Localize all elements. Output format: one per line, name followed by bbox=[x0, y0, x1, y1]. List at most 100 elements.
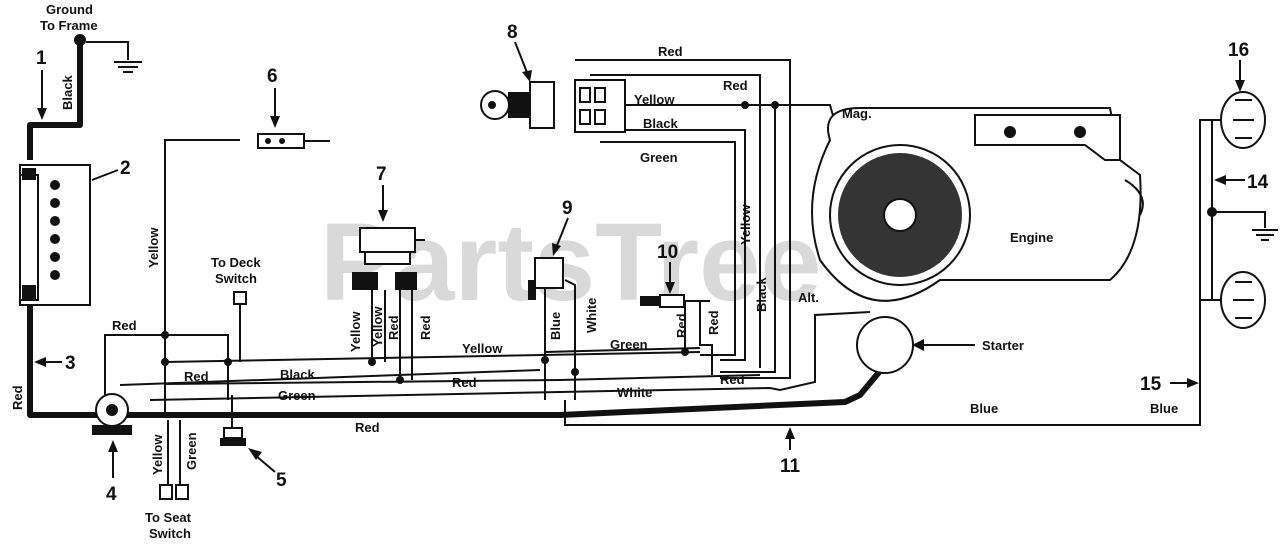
wire-label-yellow-bus: Yellow bbox=[462, 341, 503, 356]
deck-switch-connector bbox=[233, 291, 247, 305]
wire-label-red-bus: Red bbox=[452, 375, 477, 390]
wire-label-blue-right: Blue bbox=[1150, 401, 1178, 416]
junction-dot bbox=[741, 101, 749, 109]
wire-label-yellow-key: Yellow bbox=[634, 92, 675, 107]
starter-label: Starter bbox=[982, 338, 1024, 353]
starter-motor bbox=[856, 316, 975, 374]
ignition-key-switch bbox=[480, 79, 626, 133]
red-main-wire bbox=[27, 290, 888, 418]
callout-1: 1 bbox=[36, 48, 47, 69]
wire-label-black-mid: Black bbox=[280, 367, 315, 382]
component-9-wires bbox=[544, 279, 576, 400]
engine bbox=[811, 107, 1144, 302]
callout-2: 2 bbox=[120, 158, 131, 179]
battery bbox=[19, 164, 91, 306]
wire-label-green-bus: Green bbox=[610, 337, 648, 352]
callout-8: 8 bbox=[507, 22, 518, 43]
bus-line-green-upper bbox=[544, 347, 701, 353]
callout-16: 16 bbox=[1228, 40, 1249, 61]
wire-label-black-vert: Black bbox=[754, 277, 769, 312]
light-ground-wire bbox=[1212, 211, 1266, 228]
ground-symbol-left bbox=[114, 61, 142, 73]
to-seat-switch-label-2: Switch bbox=[149, 526, 191, 541]
ground-to-frame-label-1: Ground bbox=[46, 2, 93, 17]
wire-label-yellow-seat: Yellow bbox=[150, 434, 165, 475]
callout-6: 6 bbox=[267, 66, 278, 87]
wire-label-yellow-7b: Yellow bbox=[370, 306, 385, 347]
wire-label-red-key-top: Red bbox=[658, 44, 683, 59]
key-red-wire-2 bbox=[590, 74, 761, 368]
alt-label: Alt. bbox=[798, 290, 819, 305]
wire-label-red-key: Red bbox=[723, 78, 748, 93]
wire-label-red-10a: Red bbox=[674, 313, 689, 338]
wire-label-yellow-7a: Yellow bbox=[348, 311, 363, 352]
starter-solenoid bbox=[92, 393, 132, 435]
wire-label-green-seat: Green bbox=[184, 432, 199, 470]
wire-label-black-key: Black bbox=[643, 116, 678, 131]
junction-dot bbox=[771, 101, 779, 109]
wire-label-yellow-left: Yellow bbox=[146, 227, 161, 268]
to-deck-switch-label-2: Switch bbox=[215, 271, 257, 286]
ground-frame-wire bbox=[86, 41, 129, 60]
callout-10: 10 bbox=[657, 242, 678, 263]
callout-3: 3 bbox=[65, 353, 76, 374]
headlight-upper bbox=[1220, 91, 1266, 149]
blue-wire bbox=[564, 119, 1230, 426]
yellow-wire-left bbox=[164, 139, 240, 415]
relay-7 bbox=[352, 227, 425, 290]
seat-switch-wires bbox=[167, 420, 181, 488]
callout-11: 11 bbox=[780, 456, 801, 477]
black-ground-wire bbox=[27, 42, 83, 160]
engine-label: Engine bbox=[1010, 230, 1053, 245]
ground-frame-terminal bbox=[74, 34, 86, 46]
bus-line-yellow bbox=[164, 351, 701, 363]
callout-arrows bbox=[34, 41, 1245, 478]
bus-line-red bbox=[164, 374, 761, 385]
callout-9: 9 bbox=[562, 198, 573, 219]
wire-label-red-mid: Red bbox=[184, 369, 209, 384]
wire-label-red-7b: Red bbox=[418, 315, 433, 340]
wire-label-yellow-vert: Yellow bbox=[738, 204, 753, 245]
key-green-wire bbox=[600, 141, 736, 356]
wire-label-white-9: White bbox=[584, 298, 599, 333]
callout-14: 14 bbox=[1247, 172, 1269, 193]
to-deck-switch-label-1: To Deck bbox=[211, 255, 261, 270]
wire-label-green-mid: Green bbox=[278, 388, 316, 403]
callout-7: 7 bbox=[376, 164, 387, 185]
headlight-lower bbox=[1220, 271, 1266, 329]
to-seat-switch-label-1: To Seat bbox=[145, 510, 192, 525]
fuse-holder bbox=[220, 427, 246, 446]
red-wire-top-left bbox=[104, 334, 229, 400]
bus-line-white bbox=[559, 311, 871, 393]
component-10-wires bbox=[684, 300, 713, 375]
callout-4: 4 bbox=[106, 484, 117, 505]
wire-label-blue-9: Blue bbox=[548, 312, 563, 340]
wire-label-red-bus-right: Red bbox=[720, 372, 745, 387]
fuse-10 bbox=[640, 294, 710, 308]
wire-label-black-ground: Black bbox=[60, 75, 75, 110]
key-yellow-wire bbox=[620, 104, 776, 373]
key-red-wire bbox=[575, 59, 791, 379]
wire-label-green-key: Green bbox=[640, 150, 678, 165]
wire-label-red-10b: Red bbox=[706, 310, 721, 335]
bus-junctions bbox=[161, 331, 689, 384]
ground-to-frame-label-2: To Frame bbox=[40, 18, 98, 33]
wire-label-white-bus: White bbox=[617, 385, 652, 400]
wire-label-red-7a: Red bbox=[386, 315, 401, 340]
ground-symbol-right bbox=[1252, 229, 1278, 241]
bus-line-green bbox=[149, 391, 561, 401]
wire-label-red-left: Red bbox=[10, 385, 25, 410]
wire-label-red-top-left: Red bbox=[112, 318, 137, 333]
key-black-wire bbox=[610, 129, 746, 361]
wire-label-red-bottom: Red bbox=[355, 420, 380, 435]
switch-9 bbox=[528, 257, 564, 300]
callout-15: 15 bbox=[1140, 374, 1162, 395]
switch-6 bbox=[257, 133, 330, 149]
seat-switch-connector bbox=[159, 484, 189, 500]
mag-label: Mag. bbox=[842, 106, 872, 121]
component-7-wires bbox=[371, 290, 413, 380]
callout-5: 5 bbox=[276, 470, 287, 491]
bus-line-black bbox=[119, 369, 541, 386]
wire-label-blue-bottom: Blue bbox=[970, 401, 998, 416]
